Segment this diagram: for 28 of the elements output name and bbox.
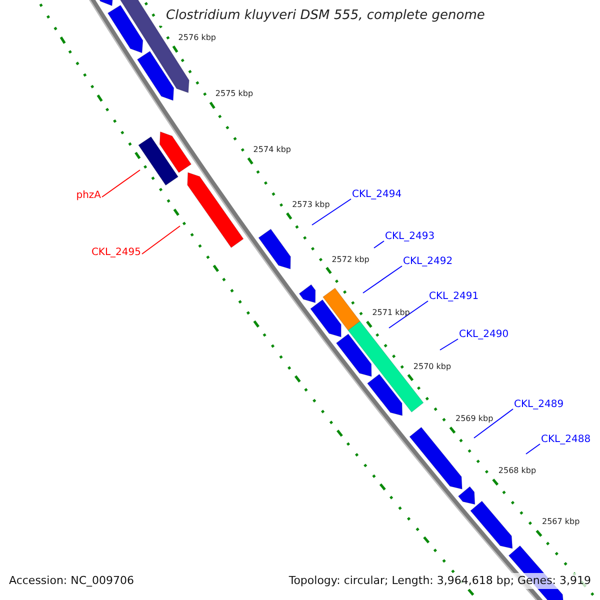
leader-line — [474, 408, 514, 438]
gene-label: CKL_2489 — [514, 399, 564, 411]
leader-line — [142, 226, 180, 254]
gene-label: CKL_2495 — [91, 247, 141, 259]
leader-line — [312, 198, 352, 226]
leader-line — [102, 170, 140, 198]
leader-line — [526, 444, 540, 454]
gene-label: CKL_2494 — [352, 189, 402, 201]
tick-label: 2576 kbp — [178, 33, 216, 44]
gene-label: CKL_2492 — [403, 256, 453, 268]
leader-line — [362, 266, 402, 294]
gene-label: CKL_2490 — [459, 329, 509, 341]
leader-line — [388, 300, 428, 328]
tick-label: 2570 kbp — [413, 362, 452, 372]
tick-label: 2567 kbp — [542, 517, 580, 528]
tick-label: 2569 kbp — [456, 414, 494, 424]
gene-label: phzA — [76, 190, 101, 202]
gene-label: CKL_2493 — [385, 231, 435, 243]
gene-label: CKL_2488 — [541, 434, 591, 446]
leader-line — [374, 240, 384, 248]
tick-label: 2571 kbp — [372, 308, 410, 318]
gene-label: CKL_2491 — [429, 291, 479, 303]
tick-label: 2574 kbp — [253, 145, 291, 155]
tick-label: 2572 kbp — [332, 254, 370, 264]
tick-label: 2575 kbp — [215, 89, 254, 100]
tick-label: 2573 kbp — [292, 200, 330, 210]
tick-label: 2568 kbp — [498, 466, 536, 476]
leader-line — [440, 338, 458, 350]
